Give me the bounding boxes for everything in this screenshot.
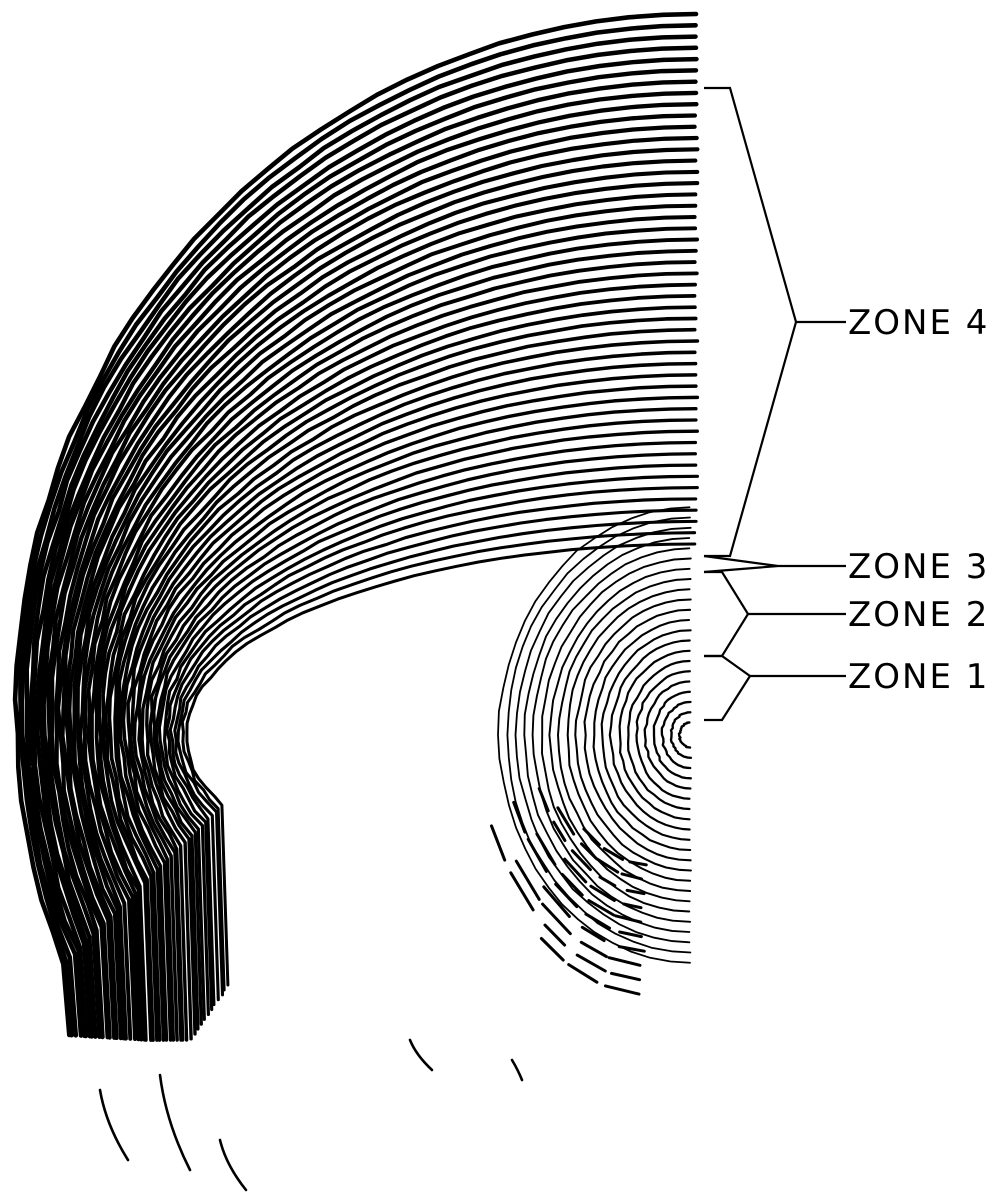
zone-3-pointer bbox=[704, 556, 846, 572]
ridge-fragment bbox=[630, 862, 647, 865]
core-ridge-lines bbox=[498, 507, 691, 963]
core-ridge bbox=[645, 682, 691, 789]
ridge-fragment bbox=[544, 887, 570, 917]
zone-4-label: ZONE 4 bbox=[848, 303, 989, 343]
ridge-tail bbox=[160, 1075, 190, 1170]
ridge-tail bbox=[410, 1040, 432, 1070]
zone-4-bracket bbox=[704, 88, 846, 556]
ridge-fragment bbox=[511, 873, 533, 910]
zone-1-bracket bbox=[704, 656, 846, 720]
zone-3-label: ZONE 3 bbox=[848, 547, 989, 587]
core-ridge bbox=[671, 712, 691, 758]
ridge-fragment bbox=[577, 955, 605, 971]
ridge-fragment bbox=[516, 861, 539, 899]
ridge-fragment bbox=[591, 886, 615, 900]
ridge-tail bbox=[512, 1060, 522, 1080]
ridge-fragment bbox=[609, 958, 640, 966]
zone-2-bracket bbox=[704, 572, 846, 656]
ridge-fragment bbox=[545, 925, 565, 945]
core-ridge bbox=[594, 620, 691, 850]
ridge-fragment bbox=[582, 927, 604, 940]
core-ridge bbox=[575, 600, 691, 871]
ridge-fragment bbox=[539, 789, 548, 811]
ridge-tail bbox=[100, 1090, 128, 1160]
ridge-fragment bbox=[581, 942, 606, 956]
core-ridge bbox=[679, 723, 690, 748]
ridge-fragment bbox=[612, 973, 640, 979]
zone-2-label: ZONE 2 bbox=[848, 595, 989, 635]
ridge-fragment bbox=[619, 947, 644, 952]
ridge-fragment bbox=[492, 826, 505, 860]
ridge-fragment bbox=[569, 965, 597, 983]
outer-ridge-lines bbox=[15, 14, 697, 1040]
zone-1-label: ZONE 1 bbox=[848, 657, 989, 697]
ridge-fragment bbox=[600, 877, 615, 886]
ridge-fragment bbox=[606, 986, 640, 994]
ridge-fragment bbox=[624, 904, 641, 908]
outer-ridge bbox=[175, 510, 696, 1000]
outer-ridge bbox=[167, 488, 698, 1010]
ridge-tail bbox=[220, 1140, 246, 1190]
